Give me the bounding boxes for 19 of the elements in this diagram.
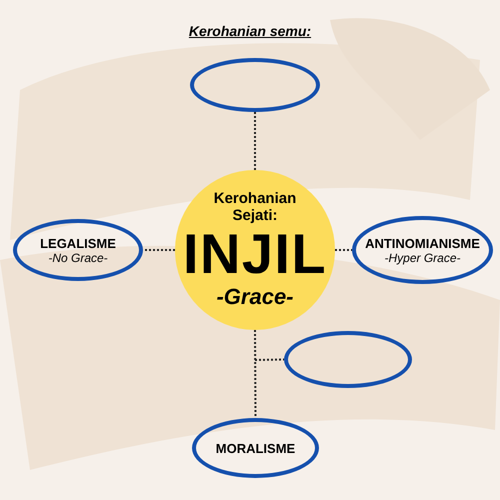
dotted-connector: [335, 249, 352, 251]
node-subtitle: -Hyper Grace-: [384, 250, 460, 264]
ellipse-node: [192, 418, 319, 478]
dotted-connector: [254, 330, 256, 418]
node-subtitle: -No Grace-: [48, 250, 108, 264]
node-title: ANTINOMIANISME: [365, 236, 480, 250]
ellipse-node: [284, 331, 412, 388]
title: Kerohanian semu:: [188, 23, 312, 39]
subtitle: -Grace-: [216, 284, 294, 310]
subheading: Kerohanian Sejati:: [212, 190, 298, 224]
node-title: LEGALISME: [40, 236, 116, 250]
dotted-connector: [143, 249, 175, 251]
dotted-connector: [254, 112, 256, 170]
node-title: MORALISME: [216, 440, 296, 456]
ellipse-node: [13, 219, 143, 281]
ellipse-node: [352, 216, 493, 284]
dotted-connector: [254, 358, 284, 361]
ellipse-node: [190, 58, 320, 112]
main-heading: INJIL: [183, 224, 327, 284]
